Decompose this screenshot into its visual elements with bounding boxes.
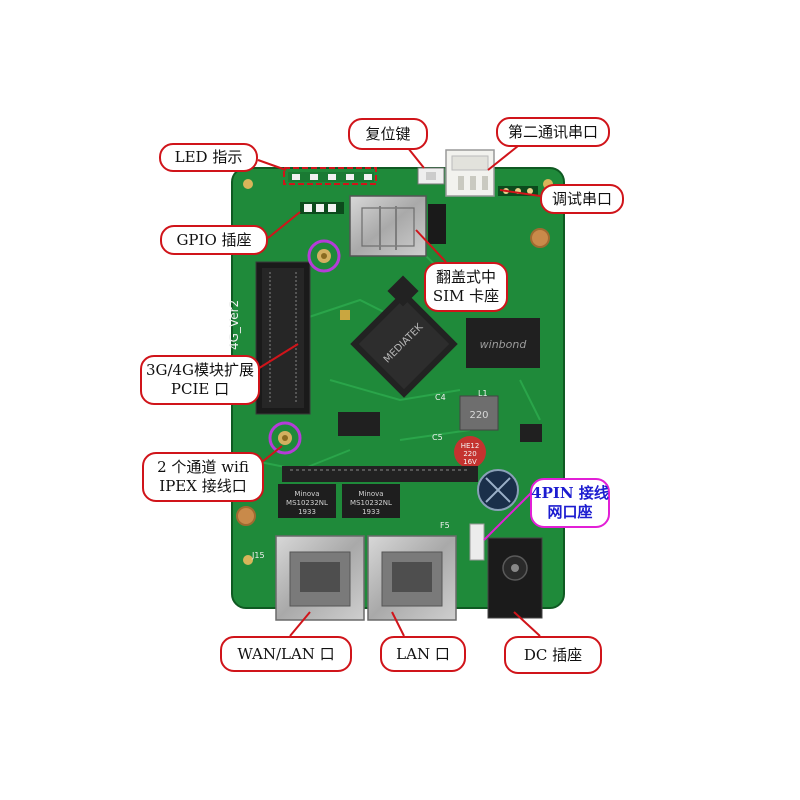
dc-jack-part [487,537,543,619]
silk-f5: F5 [440,521,450,530]
silk-c4: C4 [435,393,446,402]
callout-lan: LAN 口 [380,636,466,672]
callout-debug-serial: 调试串口 [540,184,624,214]
callout-led-text: LED 指示 [174,148,243,166]
transformer-2: Minova MS10232NL 1933 [342,484,400,518]
cap-marking-1: HE12 [461,442,480,450]
callout-second-serial-text: 第二通讯串口 [507,122,598,141]
transformer-2-code: 1933 [362,508,380,516]
callout-gpio: GPIO 插座 [160,225,268,255]
callout-led: LED 指示 [159,143,258,172]
callout-pointers [255,145,541,637]
callout-4pin: 4PIN 接线 网口座 [530,478,610,528]
callout-wan: WAN/LAN 口 [220,636,352,672]
silk-j15: J15 [251,551,265,560]
inductor: 220 [459,395,499,431]
small-chips [338,275,542,442]
transformer-1-brand: Minova [294,490,319,498]
transformer-2-model: MS10232NL [350,499,392,507]
transformer-1-code: 1933 [298,508,316,516]
red-capacitor: HE12 220 16V [454,436,486,468]
led-row [283,167,377,185]
callout-pcie-line2: PCIE 口 [170,380,230,398]
pcie-silk-label: 4G_Ver2 [227,300,241,350]
callout-gpio-text: GPIO 插座 [176,230,252,249]
pcie-slot-part: 4G_Ver2 [227,261,311,415]
transformer-2-brand: Minova [358,490,383,498]
callout-reset-text: 复位键 [365,124,411,143]
callout-wifi-line2: IPEX 接线口 [159,477,247,495]
ipex-connectors [268,239,341,455]
silk-c5: C5 [432,433,443,442]
serial-connector-part [445,149,495,197]
callout-sim: 翻盖式中 SIM 卡座 [424,262,508,312]
callout-4pin-line2: 网口座 [547,503,593,521]
callout-sim-line2: SIM 卡座 [432,287,500,305]
gpio-header-part [300,202,344,214]
callout-lan-text: LAN 口 [396,644,450,663]
callout-second-serial: 第二通讯串口 [496,117,610,147]
flash-marking: winbond [480,338,528,351]
callout-debug-serial-text: 调试串口 [551,189,612,208]
sim-holder-part [349,195,446,257]
header-row [282,466,478,482]
silk-l1: L1 [478,389,488,398]
soc-chip: MEDIATEK [350,290,458,398]
callout-dc-text: DC 插座 [523,645,583,664]
callout-pcie: 3G/4G模块扩展 PCIE 口 [140,355,260,405]
reset-button-part [417,167,445,185]
callout-pcie-line1: 3G/4G模块扩展 [145,361,255,379]
transformer-1-model: MS10232NL [286,499,328,507]
cap-marking-2: 220 [463,450,476,458]
cap-marking-3: 16V [463,458,477,466]
callout-dc: DC 插座 [504,636,602,674]
callout-wifi: 2 个通道 wifi IPEX 接线口 [142,452,264,502]
callout-reset: 复位键 [348,118,428,150]
callout-wifi-line1: 2 个通道 wifi [157,458,249,476]
callout-sim-line1: 翻盖式中 [435,268,496,286]
electrolytic-capacitor [477,469,519,511]
inductor-marking: 220 [469,410,488,421]
flash-chip: winbond [466,318,540,368]
callout-wan-text: WAN/LAN 口 [237,644,335,663]
rj45-lan-port [367,535,457,621]
callout-4pin-line1: 4PIN 接线 [531,484,609,502]
rj45-wan-port [275,535,365,621]
transformer-1: Minova MS10232NL 1933 [278,484,336,518]
4pin-connector-part [469,523,485,561]
